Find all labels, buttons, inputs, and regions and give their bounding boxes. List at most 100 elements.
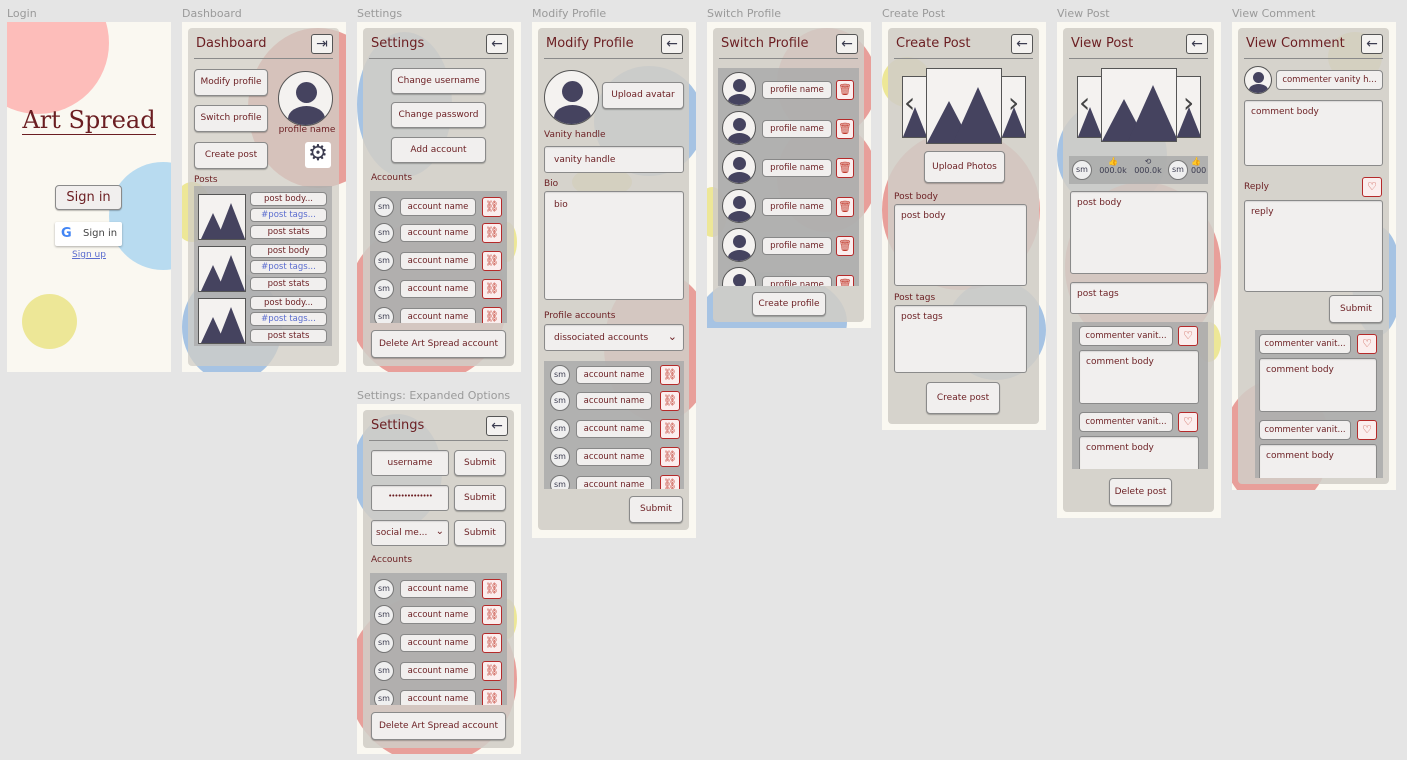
post-stats-pill: post stats [250,225,327,239]
unlink-icon[interactable]: ⛓ [482,633,502,653]
unlink-icon[interactable]: ⛓ [660,475,680,489]
google-sign-in-button[interactable]: G Sign in [55,222,122,246]
like-stat[interactable]: 👍000.0k [1096,157,1130,175]
title-divider [1069,58,1208,59]
sign-in-button[interactable]: Sign in [55,185,122,210]
trash-icon[interactable]: 🗑 [836,197,854,217]
sign-up-link[interactable]: Sign up [72,250,106,260]
social-media-select[interactable]: social me...⌄ [371,520,449,546]
bio-textarea[interactable]: bio [544,191,684,300]
heart-icon[interactable]: ♡ [1178,412,1198,432]
commenter-name[interactable]: commenter vanity h... [1276,70,1383,90]
back-button[interactable]: ← [486,416,508,436]
unlink-icon[interactable]: ⛓ [660,391,680,411]
chevron-left-icon[interactable]: ‹ [904,86,916,119]
heart-icon[interactable]: ♡ [1178,326,1198,346]
social-media-icon: sm [550,391,570,411]
logout-button[interactable]: ⇥ [311,34,333,54]
reply-textarea[interactable]: reply [1244,200,1383,292]
unlink-icon[interactable]: ⛓ [482,279,502,299]
change-username-button[interactable]: Change username [391,68,486,94]
unlink-icon[interactable]: ⛓ [482,251,502,271]
commenter-name[interactable]: commenter vanit... [1259,420,1351,440]
post-body-textarea[interactable]: post body [894,204,1027,286]
create-profile-button[interactable]: Create profile [752,292,826,316]
post-stats-pill: post stats [250,277,327,291]
social-media-icon: sm [374,223,394,243]
unlink-icon[interactable]: ⛓ [482,223,502,243]
upload-photos-button[interactable]: Upload Photos [924,151,1005,183]
title-divider [369,58,508,59]
reply-body[interactable]: comment body [1259,444,1377,478]
username-input[interactable]: username [371,450,449,476]
frame-label-settings-expanded: Settings: Expanded Options [357,389,511,402]
decor-circle [7,22,109,114]
share-stat[interactable]: ⟲000.0k [1131,157,1165,175]
back-button[interactable]: ← [1361,34,1383,54]
trash-icon[interactable]: 🗑 [836,80,854,100]
back-button[interactable]: ← [661,34,683,54]
heart-icon[interactable]: ♡ [1357,420,1377,440]
submit-button[interactable]: Submit [1329,295,1383,323]
unlink-icon[interactable]: ⛓ [660,365,680,385]
modify-profile-button[interactable]: Modify profile [194,69,268,96]
chevron-left-icon[interactable]: ‹ [1079,86,1091,119]
create-post-button[interactable]: Create post [926,382,1000,414]
account-name: account name [400,690,476,705]
comment-body[interactable]: comment body [1079,350,1199,404]
submit-button[interactable]: Submit [454,485,506,511]
submit-button[interactable]: Submit [454,450,506,476]
commenter-name[interactable]: commenter vanit... [1079,326,1173,346]
add-account-button[interactable]: Add account [391,137,486,163]
trash-icon[interactable]: 🗑 [836,236,854,256]
trash-icon[interactable]: 🗑 [836,158,854,178]
back-button[interactable]: ← [486,34,508,54]
like-stat[interactable]: 👍000 [1191,157,1208,175]
unlink-icon[interactable]: ⛓ [660,419,680,439]
unlink-icon[interactable]: ⛓ [482,307,502,323]
commenter-name[interactable]: commenter vanit... [1079,412,1173,432]
delete-account-button[interactable]: Delete Art Spread account [371,712,506,740]
social-media-icon: sm [374,579,394,599]
create-post-button[interactable]: Create post [194,142,268,169]
commenter-name[interactable]: commenter vanit... [1259,334,1351,354]
post-tags-textarea[interactable]: post tags [894,305,1027,373]
back-button[interactable]: ← [1186,34,1208,54]
image-preview [1101,68,1177,142]
unlink-icon[interactable]: ⛓ [482,579,502,599]
upload-avatar-button[interactable]: Upload avatar [602,82,684,109]
back-button[interactable]: ← [1011,34,1033,54]
accounts-dropdown[interactable]: dissociated accounts⌄ [544,324,684,351]
submit-button[interactable]: Submit [454,520,506,546]
trash-icon[interactable]: 🗑 [836,275,854,286]
unlink-icon[interactable]: ⛓ [482,689,502,705]
unlink-icon[interactable]: ⛓ [660,447,680,467]
delete-post-button[interactable]: Delete post [1109,478,1172,506]
chevron-right-icon[interactable]: › [1183,86,1195,119]
heart-icon[interactable]: ♡ [1357,334,1377,354]
unlink-icon[interactable]: ⛓ [482,605,502,625]
next-image [1002,76,1026,138]
modify-profile-frame: Modify Profile ← Upload avatar Vanity ha… [532,22,696,538]
account-name: account name [400,634,476,652]
heart-icon[interactable]: ♡ [1362,177,1382,197]
change-password-button[interactable]: Change password [391,102,486,128]
settings-expanded-frame: Settings ← username Submit •••••••••••••… [357,404,521,754]
account-name: account name [576,420,652,438]
social-media-icon: sm [374,307,394,323]
switch-profile-button[interactable]: Switch profile [194,105,268,132]
back-button[interactable]: ← [836,34,858,54]
vanity-handle-input[interactable]: vanity handle [544,146,684,173]
page-title: View Post [1071,36,1134,51]
delete-account-button[interactable]: Delete Art Spread account [371,330,506,358]
unlink-icon[interactable]: ⛓ [482,661,502,681]
reply-body[interactable]: comment body [1259,358,1377,412]
submit-button[interactable]: Submit [629,496,683,523]
chevron-right-icon[interactable]: › [1008,86,1020,119]
password-input[interactable]: •••••••••••••• [371,485,449,511]
title-divider [1244,58,1383,59]
comment-body[interactable]: comment body [1079,436,1199,469]
unlink-icon[interactable]: ⛓ [482,197,502,217]
trash-icon[interactable]: 🗑 [836,119,854,139]
gear-icon[interactable]: ⚙ [305,142,331,168]
